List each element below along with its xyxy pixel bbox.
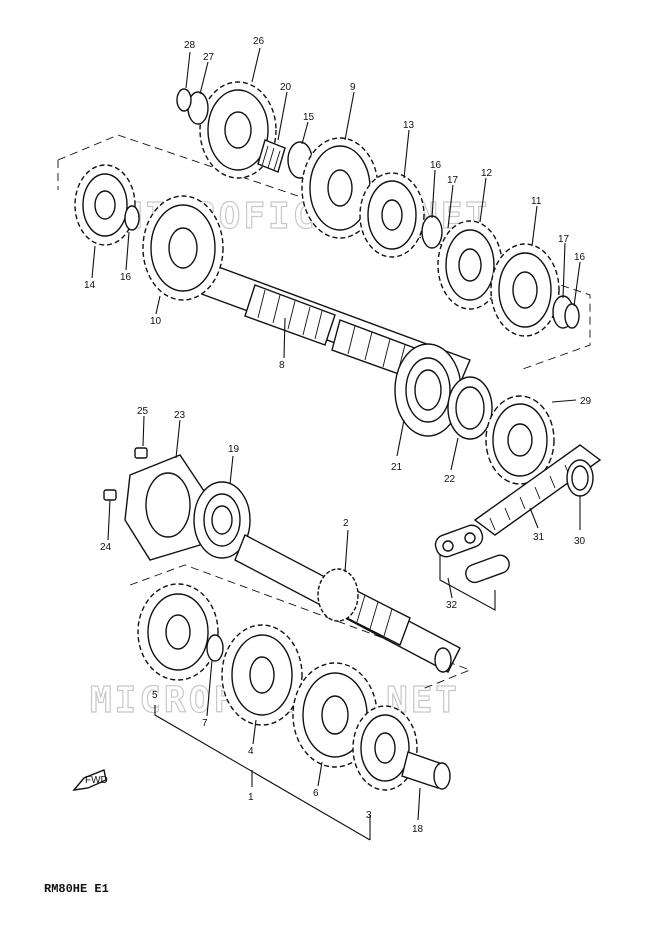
washer-17a [421,215,443,249]
fwd-label: FWD [85,775,108,786]
sprocket-29 [485,395,555,485]
circlip-16b [564,303,580,329]
bearing-19 [193,481,251,559]
gear-5 [137,583,219,681]
part-label-17: 17 [447,175,459,186]
part-label-32: 32 [446,600,458,611]
leader-lines [91,47,581,821]
part-label-1: 1 [248,792,254,803]
part-label-25: 25 [137,406,149,417]
diagram-code: RM80HE E1 [44,882,109,896]
part-label-15: 15 [303,112,315,123]
oil-seal-22 [447,376,493,440]
circlip-28 [176,88,192,112]
part-label-6: 6 [313,788,319,799]
circlip-7 [206,634,224,662]
circlip-16c [124,205,140,231]
part-label-3: 3 [366,810,372,821]
part-label-4: 4 [248,746,254,757]
part-label-22: 22 [444,474,456,485]
part-label-16: 16 [574,252,586,263]
part-label-30: 30 [574,536,586,547]
part-label-16: 16 [430,160,442,171]
gear-10 [142,195,224,301]
bushing-18 [401,751,451,790]
screw-25 [134,447,148,459]
gear-26 [199,81,277,179]
forward-arrow-icon: FWD [72,769,108,791]
part-label-16: 16 [120,272,132,283]
part-label-18: 18 [412,824,424,835]
group-bracket-32 [439,555,496,611]
bearing-21 [394,343,462,437]
part-label-23: 23 [174,410,186,421]
gear-3 [352,705,418,791]
part-label-9: 9 [350,82,356,93]
part-label-17: 17 [558,234,570,245]
part-label-5: 5 [152,690,158,701]
part-label-12: 12 [481,168,493,179]
gear-11 [490,243,560,337]
part-label-7: 7 [202,718,208,729]
part-label-29: 29 [580,396,592,407]
bearing-retainer-23 [124,454,211,561]
part-label-21: 21 [391,462,403,473]
part-label-2: 2 [343,518,349,529]
gear-9 [301,137,379,239]
part-label-31: 31 [533,532,545,543]
part-label-24: 24 [100,542,112,553]
part-label-28: 28 [184,40,196,51]
chain-joint-32 [434,524,510,584]
upper-group-outline [57,134,591,371]
gear-13 [359,172,425,258]
part-label-14: 14 [84,280,96,291]
screw-24 [103,489,117,501]
part-label-26: 26 [253,36,265,47]
part-label-20: 20 [280,82,292,93]
gear-4 [221,624,303,726]
lower-group-outline [129,564,472,691]
part-label-11: 11 [531,196,542,207]
part-label-27: 27 [203,52,215,63]
bearing-20 [257,139,286,173]
part-label-13: 13 [403,120,415,131]
part-label-10: 10 [150,316,162,327]
gear-14 [74,164,136,246]
group-bracket-1 [154,705,371,841]
driveshaft-2 [234,534,461,673]
gear-12 [437,220,503,310]
circlip-30 [566,459,594,497]
part-label-19: 19 [228,444,240,455]
part-label-8: 8 [279,360,285,371]
